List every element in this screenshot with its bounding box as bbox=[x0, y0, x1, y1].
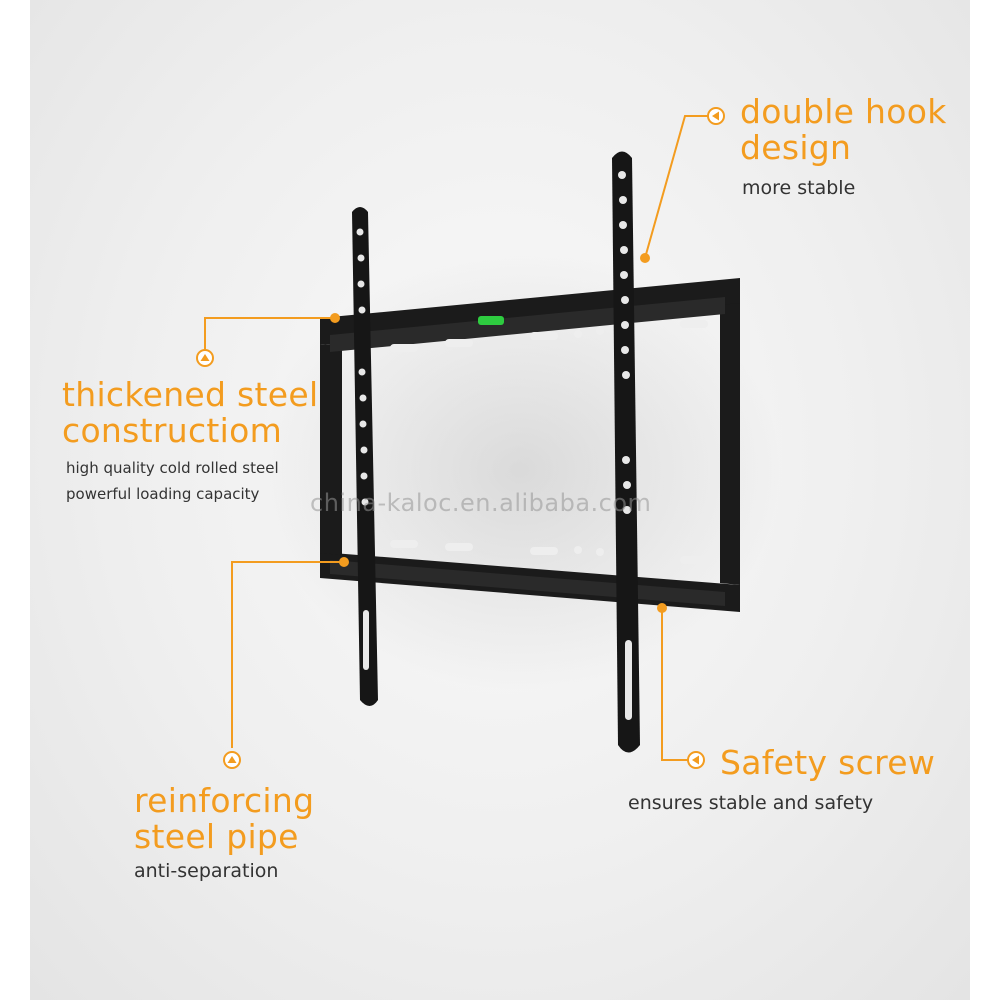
arrow-up-circle-icon bbox=[196, 349, 214, 367]
callout-title-line: design bbox=[740, 128, 852, 167]
bubble-level bbox=[478, 316, 504, 325]
callout-subtitle-line: powerful loading capacity bbox=[66, 485, 260, 503]
callout-title: Safety screw bbox=[720, 743, 936, 782]
callout-subtitle: anti-separation bbox=[134, 860, 279, 882]
arrow-up-circle-icon bbox=[223, 751, 241, 769]
double-hook-marker bbox=[640, 253, 650, 263]
thickened-steel-leader-line bbox=[204, 317, 335, 350]
reinforcing-pipe-marker bbox=[339, 557, 349, 567]
arrow-left-circle-icon bbox=[707, 107, 725, 125]
safety-screw-leader-line bbox=[661, 608, 688, 761]
safety-screw-marker bbox=[657, 603, 667, 613]
callout-subtitle-line: high quality cold rolled steel bbox=[66, 459, 279, 477]
callout-subtitle: ensures stable and safety bbox=[628, 792, 874, 814]
callout-title: reinforcing steel pipe bbox=[134, 783, 314, 855]
callout-title-line: constructiom bbox=[62, 411, 283, 450]
thickened-steel-marker bbox=[330, 313, 340, 323]
callout-subtitle: more stable bbox=[742, 177, 856, 199]
callout-title: thickened steel constructiom bbox=[62, 377, 318, 449]
callout-title-line: steel pipe bbox=[134, 817, 299, 856]
wall-plate-slots bbox=[390, 320, 708, 564]
callout-title-line: double hook bbox=[740, 92, 947, 131]
callout-title: double hook design bbox=[740, 94, 947, 166]
reinforcing-pipe-leader-line bbox=[231, 561, 344, 748]
left-vertical-arm bbox=[352, 207, 378, 706]
callout-title-line: reinforcing bbox=[134, 781, 315, 820]
callout-title-line: thickened steel bbox=[62, 375, 319, 414]
watermark: china-kaloc.en.alibaba.com bbox=[310, 489, 652, 517]
double-hook-leader-line bbox=[644, 115, 708, 259]
right-vertical-arm bbox=[612, 151, 640, 753]
arrow-left-circle-icon bbox=[687, 751, 705, 769]
